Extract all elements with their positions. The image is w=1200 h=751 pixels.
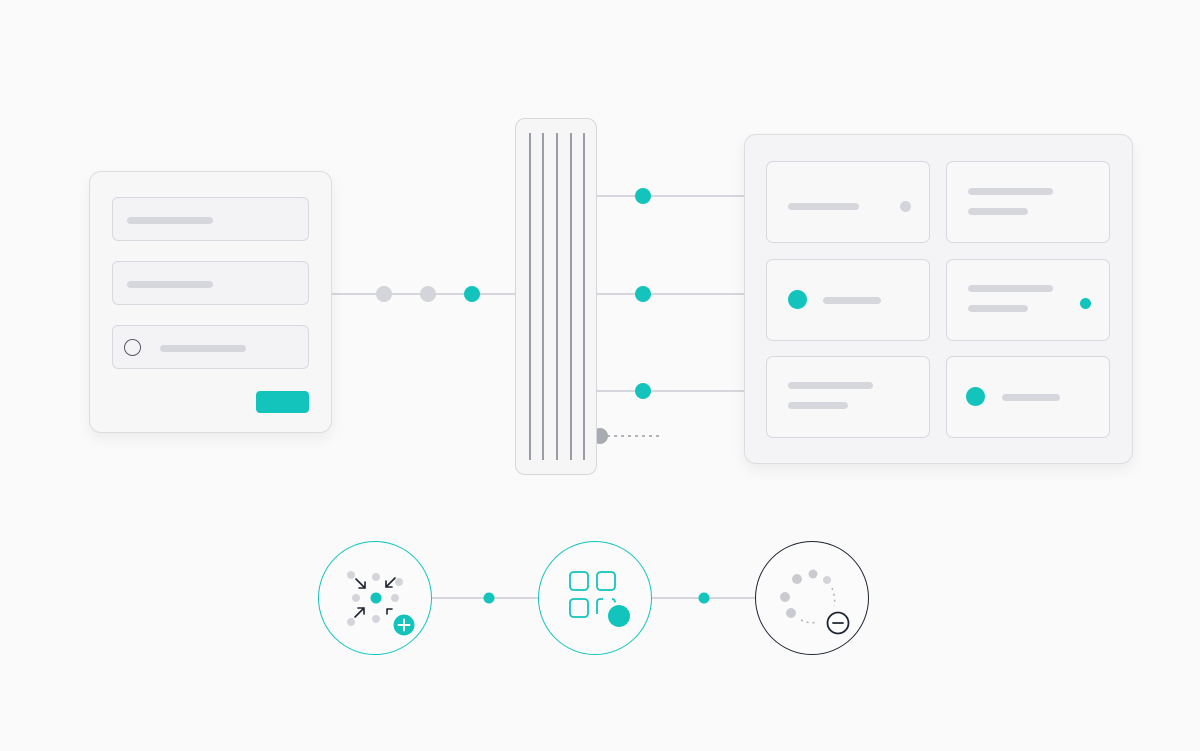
status-dot (1080, 298, 1091, 309)
result-tile-5[interactable] (766, 356, 930, 438)
status-dot (900, 201, 911, 212)
field-placeholder-bar (160, 345, 246, 352)
connector-dot-node-2-3 (698, 592, 710, 604)
router-line (529, 133, 531, 460)
field-placeholder-bar (127, 217, 213, 224)
router-line (583, 133, 585, 460)
router-line (556, 133, 558, 460)
result-tile-1[interactable] (766, 161, 930, 243)
connector-dot-inactive-2 (420, 286, 436, 302)
connector-dot-node-1-2 (483, 592, 495, 604)
router-line (542, 133, 544, 460)
connector-dot-1 (635, 188, 651, 204)
result-tile-3[interactable] (766, 259, 930, 341)
result-tile-6[interactable] (946, 356, 1110, 438)
router-block (515, 118, 597, 475)
loading-dots-icon (780, 569, 836, 624)
merge-node[interactable] (318, 541, 432, 655)
minus-badge-icon[interactable] (825, 610, 851, 636)
router-line (570, 133, 572, 460)
connector-dot-2 (635, 286, 651, 302)
field-placeholder-bar (127, 281, 213, 288)
form-field-2[interactable] (112, 261, 309, 305)
results-panel (744, 134, 1133, 464)
connector-dot-inactive-1 (376, 286, 392, 302)
form-field-1[interactable] (112, 197, 309, 241)
status-dot (966, 387, 985, 406)
form-card (89, 171, 332, 433)
result-tile-2[interactable] (946, 161, 1110, 243)
radio-icon[interactable] (124, 339, 141, 356)
submit-button[interactable] (256, 391, 309, 413)
plus-badge-icon[interactable] (391, 612, 417, 638)
merge-arrows-icon (347, 571, 403, 626)
status-dot (788, 290, 807, 309)
connector-dot-active (464, 286, 480, 302)
loading-node[interactable] (755, 541, 869, 655)
grid-node[interactable] (538, 541, 652, 655)
form-field-radio[interactable] (112, 325, 309, 369)
connector-dot-3 (635, 383, 651, 399)
result-tile-4[interactable] (946, 259, 1110, 341)
grid-squares-icon (569, 571, 630, 627)
